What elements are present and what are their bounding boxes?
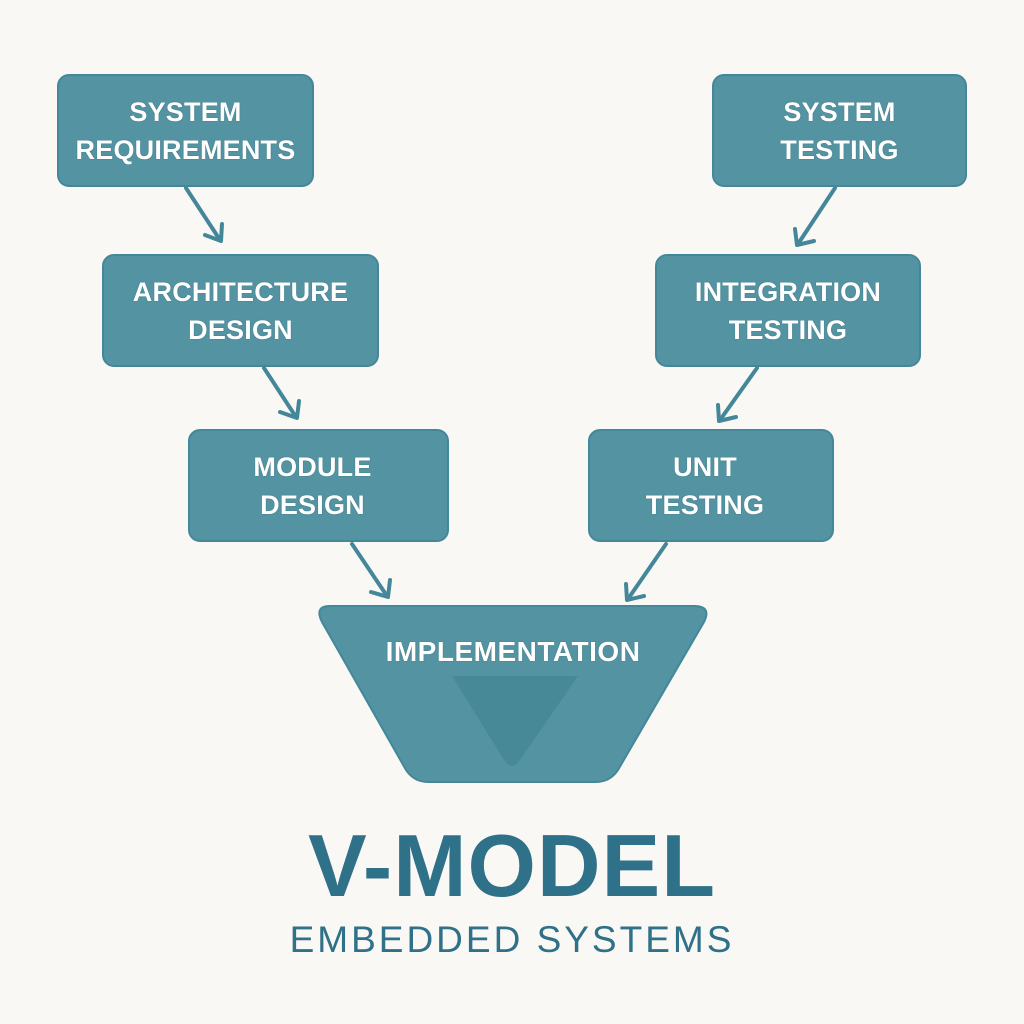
diagram-subtitle: EMBEDDED SYSTEMS xyxy=(289,919,735,960)
box-unit-testing[interactable]: UNIT TESTING xyxy=(588,429,834,542)
box-label-line: MODULE xyxy=(253,451,372,482)
implementation-block xyxy=(318,605,708,783)
box-system-requirements[interactable]: SYSTEM REQUIREMENTS xyxy=(57,74,314,187)
implementation-label: IMPLEMENTATION xyxy=(385,636,641,667)
box-label-line: UNIT xyxy=(673,451,737,482)
arrow-arch-to-module xyxy=(262,366,301,420)
box-module-design[interactable]: MODULE DESIGN xyxy=(188,429,449,542)
inner-v-triangle xyxy=(452,676,578,766)
box-architecture-design[interactable]: ARCHITECTURE DESIGN xyxy=(102,254,379,367)
arrow-sysreq-to-arch xyxy=(184,186,224,243)
box-label-line: INTEGRATION xyxy=(694,276,882,307)
arrow-unit-to-implementation xyxy=(624,542,668,602)
diagram-title: V-MODEL xyxy=(308,816,716,915)
arrow-integ-to-unit xyxy=(716,366,759,423)
box-integration-testing[interactable]: INTEGRATION TESTING xyxy=(655,254,921,367)
box-label-line: TESTING xyxy=(780,134,899,165)
arrow-module-to-implementation xyxy=(350,542,392,599)
box-label-line: TESTING xyxy=(645,489,765,520)
box-label-line: ARCHITECTURE xyxy=(132,276,349,307)
box-label-line: TESTING xyxy=(728,314,848,345)
box-label-line: SYSTEM xyxy=(783,96,896,127)
box-system-testing[interactable]: SYSTEM TESTING xyxy=(712,74,967,187)
box-label-line: SYSTEM xyxy=(129,96,242,127)
box-label-line: DESIGN xyxy=(260,489,365,520)
box-label-line: REQUIREMENTS xyxy=(75,134,296,165)
arrow-systest-to-integ xyxy=(793,186,837,247)
box-label-line: DESIGN xyxy=(188,314,293,345)
